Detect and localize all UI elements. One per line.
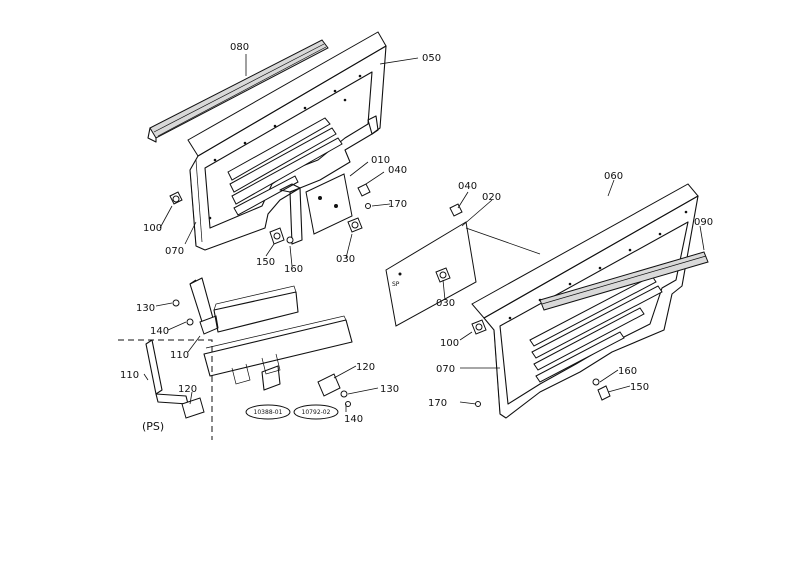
cover-plate-010: [305, 173, 353, 235]
label-070-right: 070: [436, 364, 455, 375]
label-090: 090: [694, 217, 713, 228]
label-100-right: 100: [440, 338, 459, 349]
label-150-right: 150: [630, 382, 649, 393]
rear-panel-060: [471, 183, 699, 419]
label-130-lower: 130: [380, 384, 399, 395]
ps-bracket-120: [181, 397, 205, 419]
cover-plate-020: SP: [385, 221, 477, 327]
serial-tags: 10388-01 10792-02: [245, 404, 339, 420]
label-140-lower: 140: [344, 414, 363, 425]
label-170-left: 170: [388, 199, 407, 210]
front-panel-050: [187, 31, 387, 251]
fasteners-lower: [172, 299, 351, 407]
hinge-plate-long-upper: [213, 285, 299, 333]
label-040-left: 040: [388, 165, 407, 176]
label-120-ps: 120: [178, 384, 197, 395]
label-160-right: 160: [618, 366, 637, 377]
hinge-plate-long-lower: [203, 315, 353, 385]
label-ps: (PS): [142, 420, 164, 433]
label-040-right: 040: [458, 181, 477, 192]
label-030-right: 030: [436, 298, 455, 309]
hinge-bracket-110-upper: [189, 277, 219, 335]
label-100-left: 100: [143, 223, 162, 234]
label-120-lower: 120: [356, 362, 375, 373]
hinge-bracket-120: [261, 365, 341, 397]
label-160-left: 160: [284, 264, 303, 275]
part-labels: 080 050 010 040 170 100 070 150 160 030 …: [120, 42, 713, 433]
label-060: 060: [604, 171, 623, 182]
label-030-left: 030: [336, 254, 355, 265]
label-010: 010: [371, 155, 390, 166]
ps-group-outline: [118, 339, 213, 440]
label-020: 020: [482, 192, 501, 203]
label-110-ps: 110: [120, 370, 139, 381]
fasteners-left: [169, 183, 371, 245]
label-140-upper: 140: [150, 326, 169, 337]
assembly-line: [465, 227, 541, 255]
label-110-upper: 110: [170, 350, 189, 361]
rubber-strip-080: [147, 39, 329, 143]
rubber-strip-090: [539, 251, 709, 311]
serial-right: 10792-02: [302, 409, 331, 416]
label-130-upper: 130: [136, 303, 155, 314]
label-170-right: 170: [428, 398, 447, 409]
label-150-left: 150: [256, 257, 275, 268]
label-080: 080: [230, 42, 249, 53]
leader-lines: [143, 54, 705, 412]
label-070-left: 070: [165, 246, 184, 257]
label-050: 050: [422, 53, 441, 64]
stay-bracket: [279, 183, 303, 245]
fasteners-right: [435, 203, 611, 407]
svg-text:SP: SP: [392, 281, 400, 288]
serial-left: 10388-01: [254, 409, 283, 416]
